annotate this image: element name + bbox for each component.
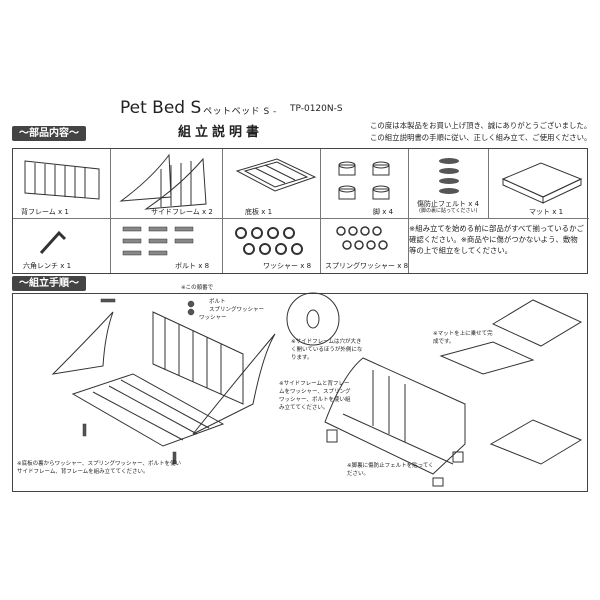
part-label: 傷防止フェルト x 4: [417, 200, 480, 208]
spring-washers-illustration: [336, 226, 388, 250]
bolts-illustration: [122, 226, 194, 256]
part-label: 背フレーム x 1: [21, 208, 69, 216]
thanks-message: この度は本製品をお買い上げ頂き、誠にありがとうございました。この組立説明書の手順…: [370, 121, 592, 142]
part-label: 脚 x 4: [373, 208, 394, 216]
side-frame-illustration: [119, 153, 207, 210]
legs-illustration: [338, 161, 390, 200]
base-board-illustration: [235, 158, 317, 192]
part-felt-pads: 傷防止フェルト x 4 (脚の裏に貼ってください): [409, 149, 489, 219]
parts-grid: 背フレーム x 1 サイドフレーム x 2 底板 x 1 脚 x 4: [12, 148, 589, 274]
part-spring-washers: スプリングワッシャー x 8: [321, 219, 409, 273]
model-number: TP-0120N-S: [290, 104, 343, 114]
mat-illustration: [501, 162, 583, 204]
part-mat: マット x 1: [489, 149, 589, 219]
felt-note: ※脚裏に傷防止フェルトを貼ってください。: [347, 463, 434, 477]
part-sublabel: (脚の裏に貼ってください): [419, 208, 478, 214]
back-frame-illustration: [24, 160, 100, 200]
part-label: ワッシャー x 8: [263, 262, 312, 270]
part-label: スプリングワッシャー x 8: [325, 262, 409, 270]
assembly-diagram: [51, 292, 583, 487]
hole-note: ※サイドフレームは穴が大きく開いているほうが外側になります。: [291, 339, 363, 361]
hex-wrench-illustration: [39, 230, 67, 255]
washers-illustration: [235, 227, 303, 255]
join-note: ※サイドフレームと背フレームをワッシャー、スプリングワッシャー、ボルトを使い組み…: [279, 381, 351, 411]
part-bolts: ボルト x 8: [111, 219, 223, 273]
part-label: 底板 x 1: [245, 208, 273, 216]
part-legs: 脚 x 4: [321, 149, 409, 219]
spring-washer-callout: スプリングワッシャー: [209, 307, 265, 313]
product-subtitle-jp: - ペットベッド S -: [196, 107, 277, 117]
part-label: サイドフレーム x 2: [151, 208, 213, 216]
felt-pads-illustration: [439, 158, 459, 194]
part-hex-wrench: 六角レンチ x 1: [13, 219, 111, 273]
part-label: 六角レンチ x 1: [23, 262, 72, 270]
bottom-note: ※底板の裏からワッシャー、スプリングワッシャー、ボルトを使いサイドフレーム、背フ…: [17, 461, 182, 475]
steps-section-tab: ～組立手順～: [12, 276, 86, 291]
part-label: ボルト x 8: [175, 262, 210, 270]
washer-callout: ワッシャー: [199, 315, 227, 321]
assembly-steps: ※この順番で ボルト スプリングワッシャー ワッシャー ※サイドフレームは穴が大…: [12, 285, 588, 492]
parts-section-tab: ～部品内容～: [12, 126, 86, 141]
product-title: Pet Bed S: [120, 98, 202, 118]
part-base-board: 底板 x 1: [223, 149, 321, 219]
part-label: マット x 1: [529, 208, 564, 216]
order-callout: ※この順番で: [181, 285, 214, 291]
manual-title: 組立説明書: [178, 125, 264, 140]
part-side-frames: サイドフレーム x 2: [111, 149, 223, 219]
bolt-callout: ボルト: [209, 299, 226, 305]
parts-notice: ※組み立てを始める前に部品がすべて揃っているかご確認ください。※商品やに傷がつか…: [409, 224, 584, 255]
mat-note: ※マットを上に乗せて完成です。: [433, 331, 493, 345]
part-washers: ワッシャー x 8: [223, 219, 321, 273]
part-back-frame: 背フレーム x 1: [13, 149, 111, 219]
